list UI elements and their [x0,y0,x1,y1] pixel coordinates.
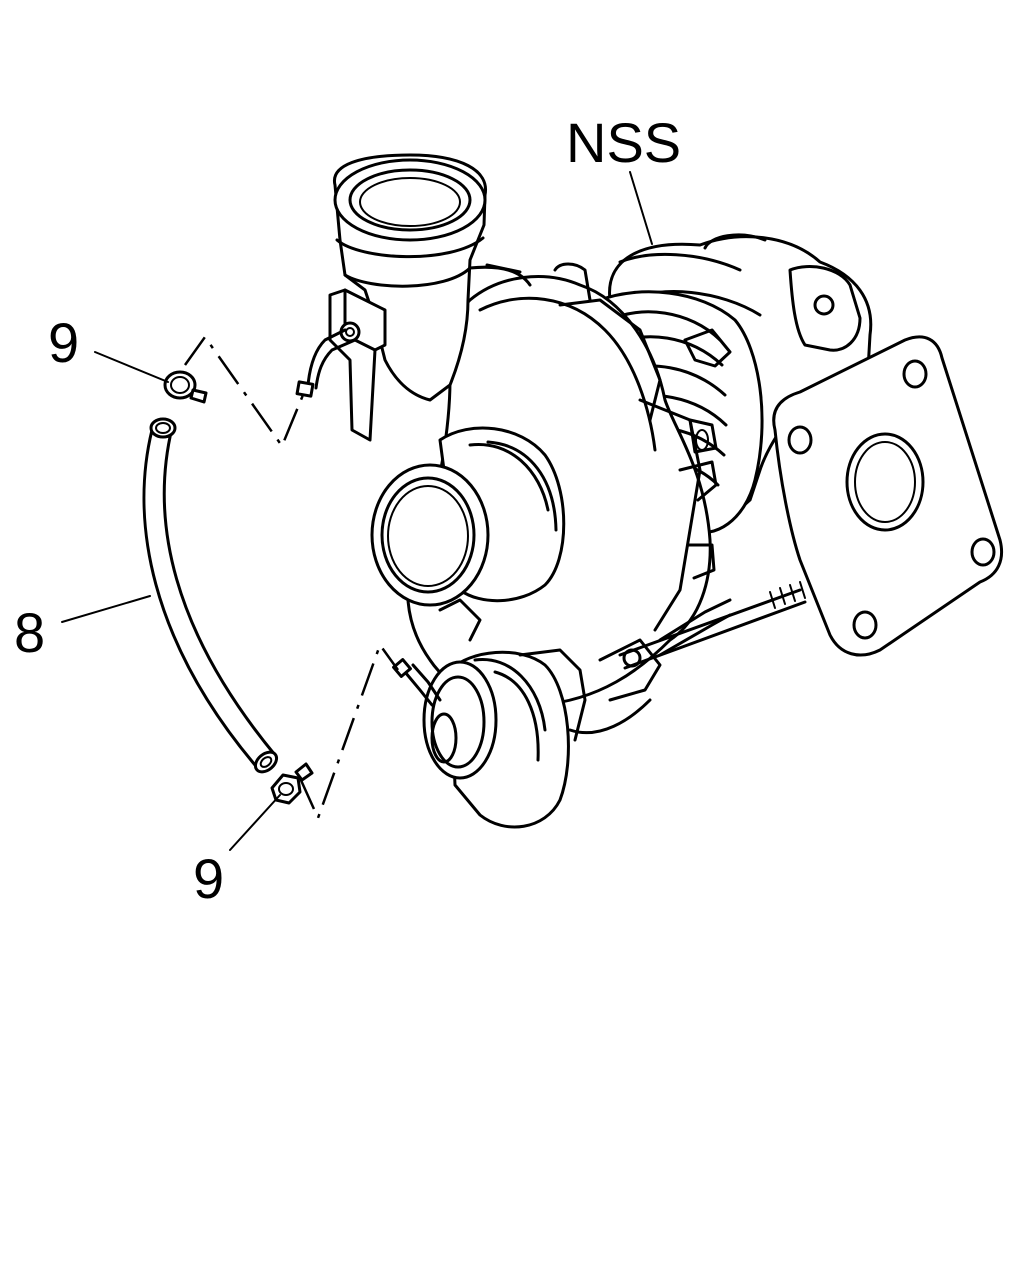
pipe-bracket [328,288,387,442]
clamp-top-leader-line [94,351,169,383]
callout-9-top: 9 [48,311,79,374]
actuator-rod [618,581,807,670]
compressor-inlet [370,426,566,607]
hose-leader-line [61,595,151,623]
nss-leader-line [629,171,653,245]
turbocharger-assembly [328,153,1004,829]
bracket-fitting-tube [295,328,357,398]
callout-8: 8 [14,601,45,664]
compressor-outlet-pipe [332,153,532,402]
wastegate-actuator [392,648,587,829]
hose-clamp-top [163,370,208,404]
exhaust-flange [772,335,1004,657]
callout-nss: NSS [566,111,681,174]
callout-9-bottom: 9 [193,847,224,910]
install-line-bottom [298,642,400,822]
install-line-top [183,334,305,449]
vacuum-hose [142,417,279,774]
clamp-bottom-leader-line [229,794,281,851]
